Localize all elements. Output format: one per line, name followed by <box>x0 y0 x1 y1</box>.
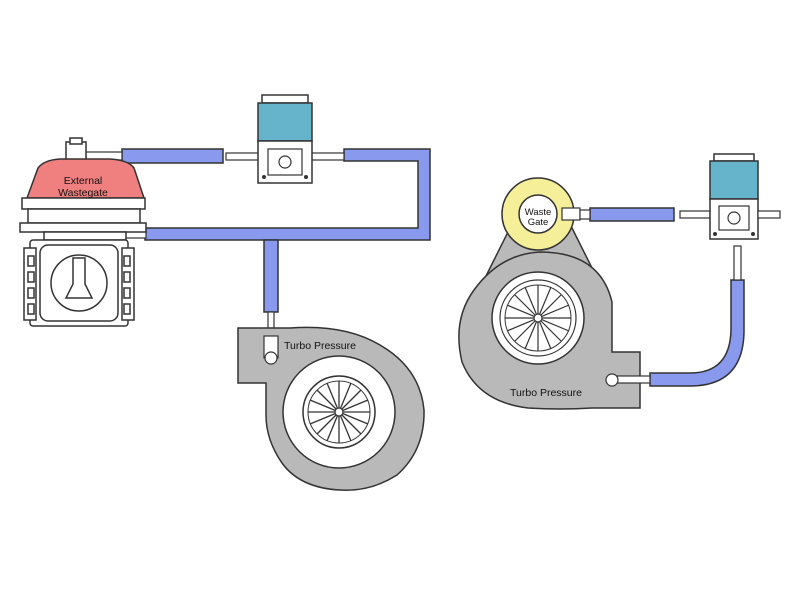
hose-turbo-to-solenoid <box>649 279 745 387</box>
right-turbo: Turbo Pressure <box>458 223 641 410</box>
hose-wastegate-to-solenoid <box>121 148 224 164</box>
solenoid-coil <box>257 102 313 142</box>
left-boost-solenoid <box>257 94 313 184</box>
hose-tee-to-turbo <box>263 239 279 313</box>
wastegate-label-line2: Wastegate <box>58 187 108 199</box>
solenoid-coil <box>709 160 759 200</box>
right-hoses <box>589 207 745 387</box>
wastegate-label-line2: Gate <box>528 217 549 228</box>
wastegate-label-line1: Waste <box>525 207 552 218</box>
left-turbo-label: Turbo Pressure <box>284 340 356 352</box>
left-turbo: Turbo Pressure <box>237 326 425 491</box>
external-wastegate: External Wastegate <box>19 137 147 241</box>
internal-wastegate: Waste Gate <box>501 177 581 251</box>
wastegate-body <box>23 239 135 327</box>
right-system: Turbo Pressure Waste Gate <box>458 153 781 410</box>
right-turbo-label: Turbo Pressure <box>510 387 582 399</box>
left-system: External Wastegate <box>19 94 431 491</box>
hose-wastegate-to-solenoid <box>589 207 675 222</box>
right-boost-solenoid <box>709 153 781 240</box>
wastegate-dome <box>25 158 146 199</box>
wastegate-label-line1: External <box>64 175 103 187</box>
right-barbs <box>579 209 742 387</box>
